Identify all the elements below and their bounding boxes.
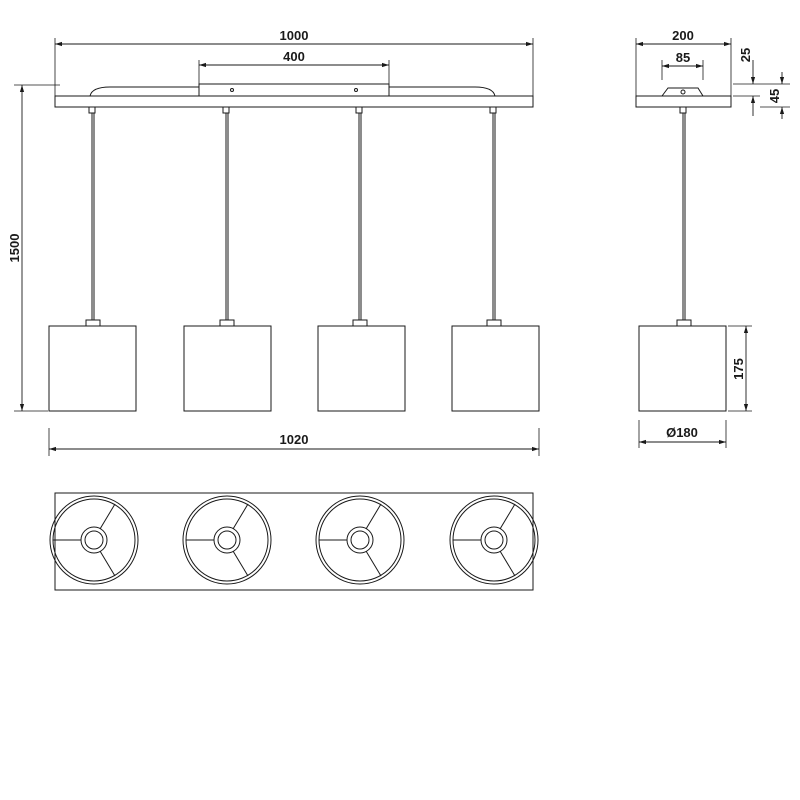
ceiling-bar [54, 95, 534, 108]
bottom-view [49, 492, 539, 591]
label-canopy-width: 200 [672, 28, 694, 43]
pendant-2 [183, 106, 272, 412]
label-total-width: 1000 [280, 28, 309, 43]
label-center-span: 400 [283, 49, 305, 64]
label-canopy-top: 25 [738, 48, 753, 62]
label-height-total: 1500 [7, 234, 22, 263]
dimension-overall-width: 1020 [48, 428, 540, 456]
dimension-canopy-base: 85 [661, 50, 704, 80]
label-canopy-height: 45 [767, 89, 782, 103]
shade-bottom-3 [315, 495, 405, 585]
cable-right [389, 86, 496, 97]
front-view: 1000 400 1500 [7, 28, 540, 456]
label-canopy-base: 85 [676, 50, 690, 65]
dimension-center-span: 400 [198, 49, 390, 84]
shade-bottom-1 [49, 495, 139, 585]
pendant-4 [451, 106, 540, 412]
lamp-shade-2 [183, 325, 272, 412]
dimension-total-width: 1000 [54, 28, 534, 96]
dimension-canopy-height: 45 [760, 72, 790, 119]
shade-bottom-4 [449, 495, 539, 585]
lamp-shade-3 [317, 325, 406, 412]
label-shade-height: 175 [731, 358, 746, 380]
shade-bottom-2 [182, 495, 272, 585]
label-shade-diameter: Ø180 [666, 425, 698, 440]
lamp-shade-4 [451, 325, 540, 412]
bottom-plate [54, 492, 534, 591]
pendant-3 [317, 106, 406, 412]
cable-left [89, 86, 199, 97]
dimension-height-total: 1500 [7, 84, 60, 412]
label-overall-width: 1020 [280, 432, 309, 447]
dimension-shade-diameter: Ø180 [638, 420, 727, 448]
side-canopy [661, 87, 704, 97]
side-ceiling-plate [635, 95, 732, 108]
center-canopy [198, 83, 390, 97]
lamp-shade-1 [48, 325, 137, 412]
pendant-1 [48, 106, 137, 412]
side-view: 200 85 25 45 [635, 28, 790, 448]
side-pendant [638, 106, 727, 412]
side-lamp-shade [638, 325, 727, 412]
dimension-shade-height: 175 [728, 325, 752, 412]
dimension-canopy-width: 200 [635, 28, 732, 96]
dimension-canopy-top: 25 [733, 48, 760, 116]
